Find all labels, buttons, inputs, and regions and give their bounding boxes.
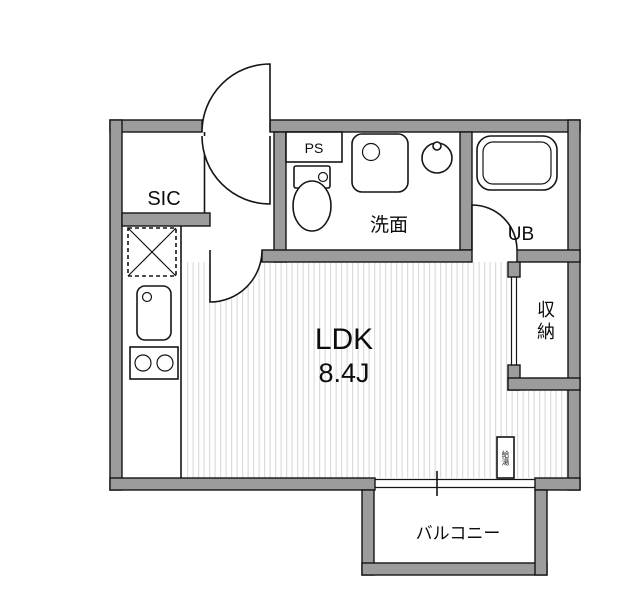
wall-hall-washroom-divider (273, 131, 287, 263)
inner-door-swing-area (202, 136, 270, 204)
wall-balcony-bottom (361, 562, 548, 576)
unit-bath-label: UB (508, 224, 534, 245)
stove-burner-left (134, 354, 152, 372)
toilet-flush-button (317, 171, 329, 183)
entrance-door-swing-area (202, 64, 270, 132)
vanity-faucet (361, 142, 381, 162)
hatch-diagonal-2 (127, 227, 177, 277)
ldk-door-swing-area (210, 250, 262, 302)
wall-right (567, 119, 581, 491)
walls (109, 119, 581, 576)
washroom-label: 洗面 (370, 214, 408, 236)
wall-balcony-right (534, 489, 548, 576)
ldk-floor-extension (508, 390, 568, 478)
wall-mid-horizontal-left (261, 249, 473, 263)
wall-bottom-right (534, 477, 581, 491)
ldk-floor (183, 262, 508, 478)
washroom (285, 131, 453, 232)
ub-door-swing-area (472, 205, 517, 250)
kitchen-faucet (141, 291, 153, 303)
wall-mid-horizontal-right (516, 249, 581, 263)
kitchen (127, 227, 179, 380)
wall-balcony-left (361, 489, 375, 576)
pipe-space-label: PS (305, 140, 324, 156)
vanity-unit (351, 133, 409, 193)
water-heater-label: 給湯 (501, 449, 510, 467)
bathtub (476, 135, 558, 191)
balcony-window (375, 471, 535, 496)
unit-bath (476, 135, 558, 191)
entrance-door-arc (201, 63, 271, 133)
stove-burner-right (156, 354, 174, 372)
water-heater-box (496, 436, 515, 479)
wall-storage-bottom (507, 377, 581, 391)
wall-left (109, 119, 123, 491)
storage-sliding-door (510, 277, 518, 365)
wall-top-left (109, 119, 203, 133)
pipe-space-box (285, 131, 343, 163)
wall-top-right (269, 119, 581, 133)
wall-storage-nub-top (507, 261, 521, 278)
wash-basin-faucet (432, 141, 442, 151)
toilet-bowl (292, 180, 332, 232)
ub-door-arc (471, 204, 518, 251)
wall-sic-bottom (121, 212, 211, 227)
kitchen-sink (136, 285, 172, 341)
doors (201, 63, 518, 303)
wall-bottom-left (109, 477, 376, 491)
ldk-door-arc (209, 249, 263, 303)
ldk-label: LDK (315, 323, 373, 356)
sic-label: SIC (147, 188, 180, 210)
balcony-label: バルコニー (416, 524, 501, 543)
ldk-size-label: 8.4J (318, 358, 369, 388)
storage-label: 収納 (535, 300, 555, 344)
bathtub-inner (482, 141, 552, 185)
inner-door-arc (201, 135, 271, 205)
stove (129, 346, 179, 380)
wall-washroom-ub-divider (459, 131, 473, 251)
